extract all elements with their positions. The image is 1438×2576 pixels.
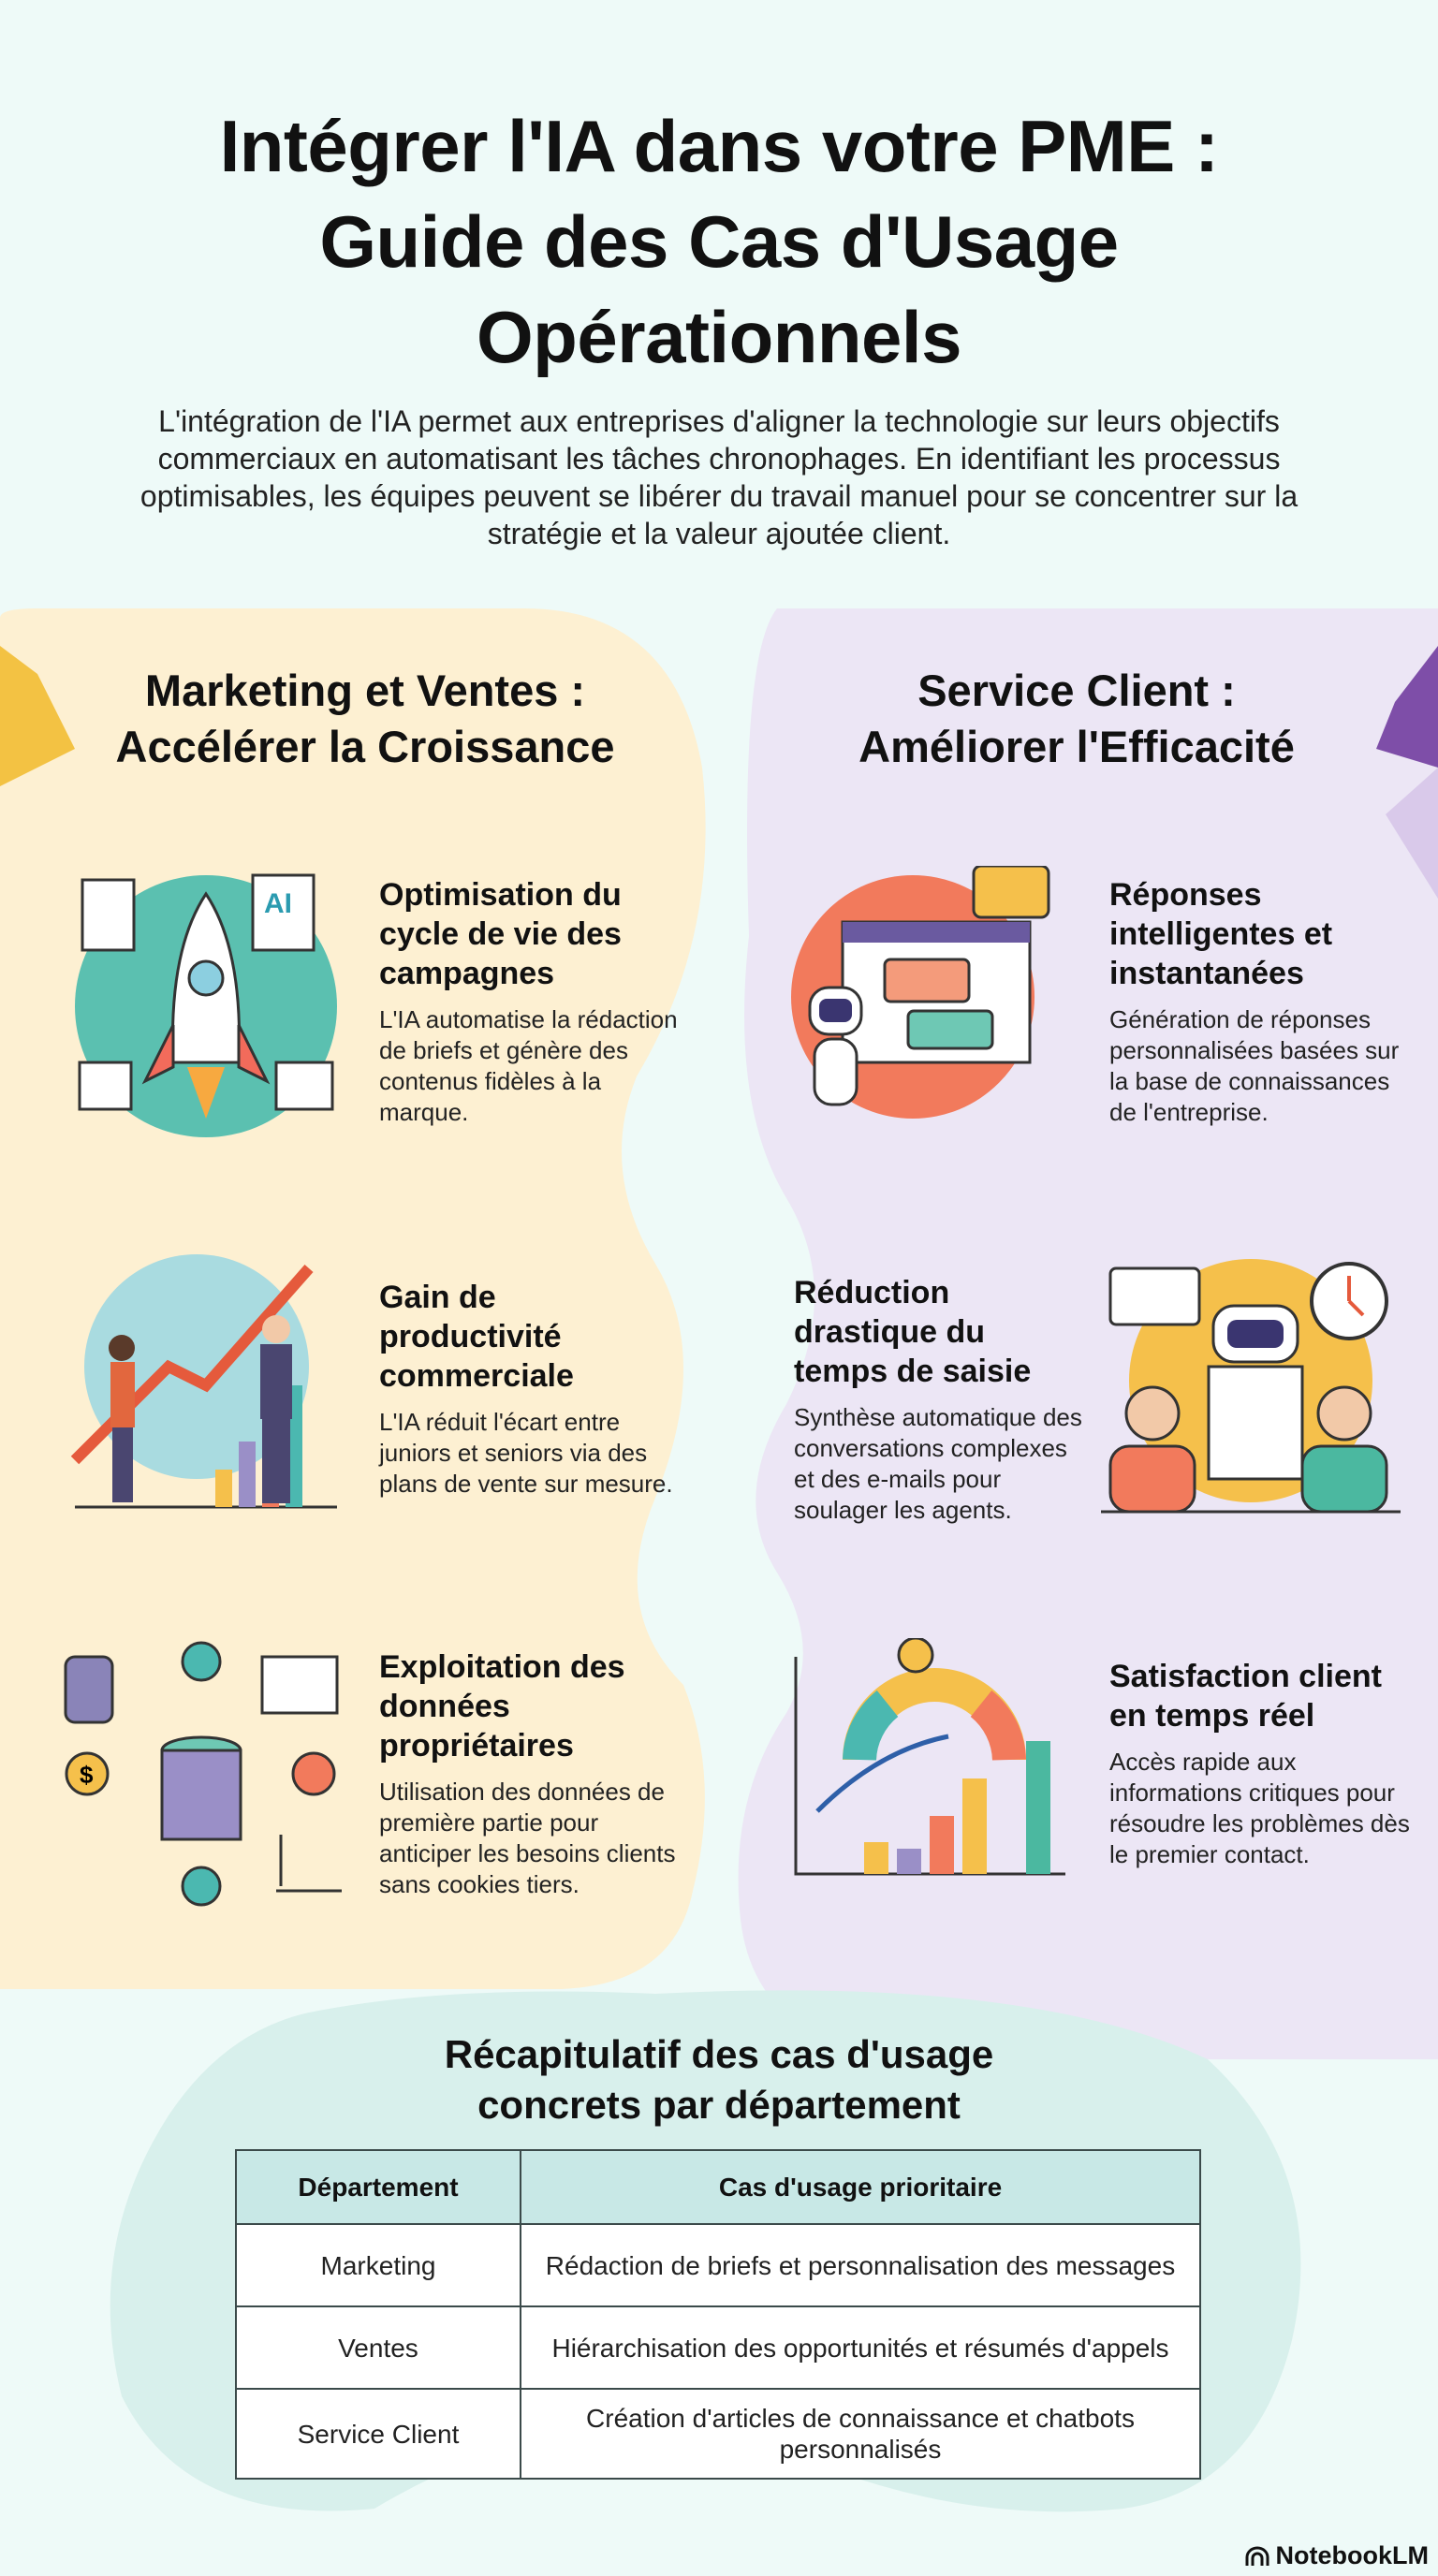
summary-title-line: concrets par département: [477, 2083, 961, 2127]
heading-line: Service Client :: [917, 666, 1236, 715]
table-cell: Rédaction de briefs et personnalisation …: [520, 2223, 1201, 2307]
item-title: Satisfaction client en temps réel: [1109, 1659, 1382, 1734]
item-desc: Synthèse automatique des conversations c…: [794, 1403, 1082, 1524]
summary-title-line: Récapitulatif des cas d'usage: [444, 2032, 994, 2076]
item-smart-replies: Réponses intelligentes et instantanées G…: [1109, 875, 1418, 1128]
intro-text: L'intégration de l'IA permet aux entrepr…: [139, 404, 1299, 550]
item-desc: L'IA automatise la rédaction de briefs e…: [379, 1005, 678, 1126]
item-realtime-satisfaction: Satisfaction client en temps réel Accès …: [1109, 1657, 1418, 1870]
title-line: Guide des Cas d'Usage: [319, 200, 1119, 283]
table-cell: Ventes: [235, 2305, 521, 2390]
item-input-time: Réduction drastique du temps de saisie S…: [794, 1273, 1093, 1526]
service-heading: Service Client : Améliorer l'Efficacité: [749, 663, 1404, 775]
item-desc: Génération de réponses personnalisées ba…: [1109, 1005, 1400, 1126]
item-desc: Utilisation des données de première part…: [379, 1778, 676, 1898]
table-cell: Création d'articles de connaissance et c…: [520, 2388, 1201, 2480]
item-campaign-lifecycle: Optimisation du cycle de vie des campagn…: [379, 875, 679, 1128]
robot-agents-icon: [1101, 1259, 1401, 1514]
chatbot-icon: [791, 866, 1050, 1119]
rocket-icon: AI: [75, 873, 337, 1137]
column-header: Cas d'usage prioritaire: [520, 2149, 1201, 2225]
item-proprietary-data: Exploitation des données propriétaires U…: [379, 1647, 688, 1900]
database-icon: $: [64, 1641, 342, 1907]
title-line: Intégrer l'IA dans votre PME :: [219, 105, 1219, 187]
item-title: Réponses intelligentes et instantanées: [1109, 877, 1333, 991]
heading-line: Marketing et Ventes :: [144, 666, 586, 715]
item-title: Optimisation du cycle de vie des campagn…: [379, 877, 622, 991]
item-title: Réduction drastique du temps de saisie: [794, 1275, 1032, 1389]
svg-text:AI: AI: [264, 888, 292, 919]
heading-line: Accélérer la Croissance: [115, 722, 615, 771]
heading-line: Améliorer l'Efficacité: [858, 722, 1295, 771]
table-cell: Service Client: [235, 2388, 521, 2480]
title-line: Opérationnels: [477, 296, 961, 378]
marketing-heading: Marketing et Ventes : Accélérer la Crois…: [37, 663, 693, 775]
satisfaction-gauge-icon: [794, 1638, 1065, 1876]
page-title: Intégrer l'IA dans votre PME : Guide des…: [0, 98, 1438, 385]
item-sales-productivity: Gain de productivité commerciale L'IA ré…: [379, 1278, 688, 1500]
summary-title: Récapitulatif des cas d'usage concrets p…: [0, 2029, 1438, 2130]
table-cell: Marketing: [235, 2223, 521, 2307]
brand-label: NotebookLM: [1275, 2541, 1429, 2569]
table-cell: Hiérarchisation des opportunités et résu…: [520, 2305, 1201, 2390]
item-desc: Accès rapide aux informations critiques …: [1109, 1748, 1410, 1868]
notebooklm-logo-icon: [1245, 2546, 1269, 2566]
svg-text:$: $: [80, 1761, 94, 1789]
notebooklm-logo: NotebookLM: [1244, 2541, 1429, 2570]
column-header: Département: [235, 2149, 521, 2225]
item-title: Exploitation des données propriétaires: [379, 1649, 625, 1764]
item-title: Gain de productivité commerciale: [379, 1280, 574, 1394]
growth-chart-icon: [70, 1254, 337, 1509]
item-desc: L'IA réduit l'écart entre juniors et sen…: [379, 1408, 673, 1498]
